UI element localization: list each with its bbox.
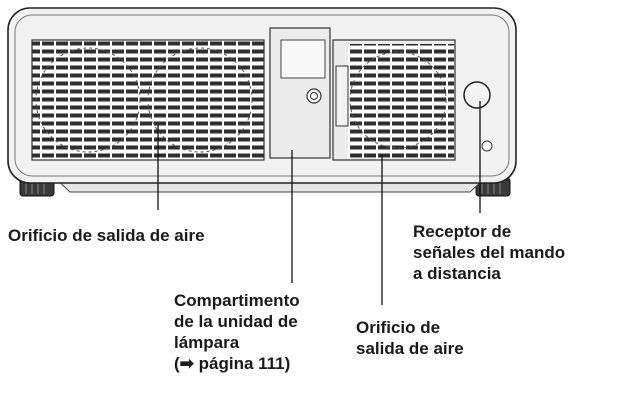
label-remote-receiver: Receptor de señales del mando a distanci…	[413, 222, 566, 283]
label-exhaust-left: Orificio de salida de aire	[8, 226, 205, 245]
label-exhaust-right: Orificio de salida de aire	[356, 318, 464, 358]
left-exhaust-vent	[31, 39, 265, 161]
label-lamp-compartment: Compartimento de la unidad de lámpara (➡…	[174, 291, 300, 373]
lamp-compartment-panel	[269, 27, 331, 159]
leader-lines	[157, 101, 481, 305]
remote-receiver-window	[463, 81, 493, 152]
right-exhaust-vent	[332, 39, 456, 161]
